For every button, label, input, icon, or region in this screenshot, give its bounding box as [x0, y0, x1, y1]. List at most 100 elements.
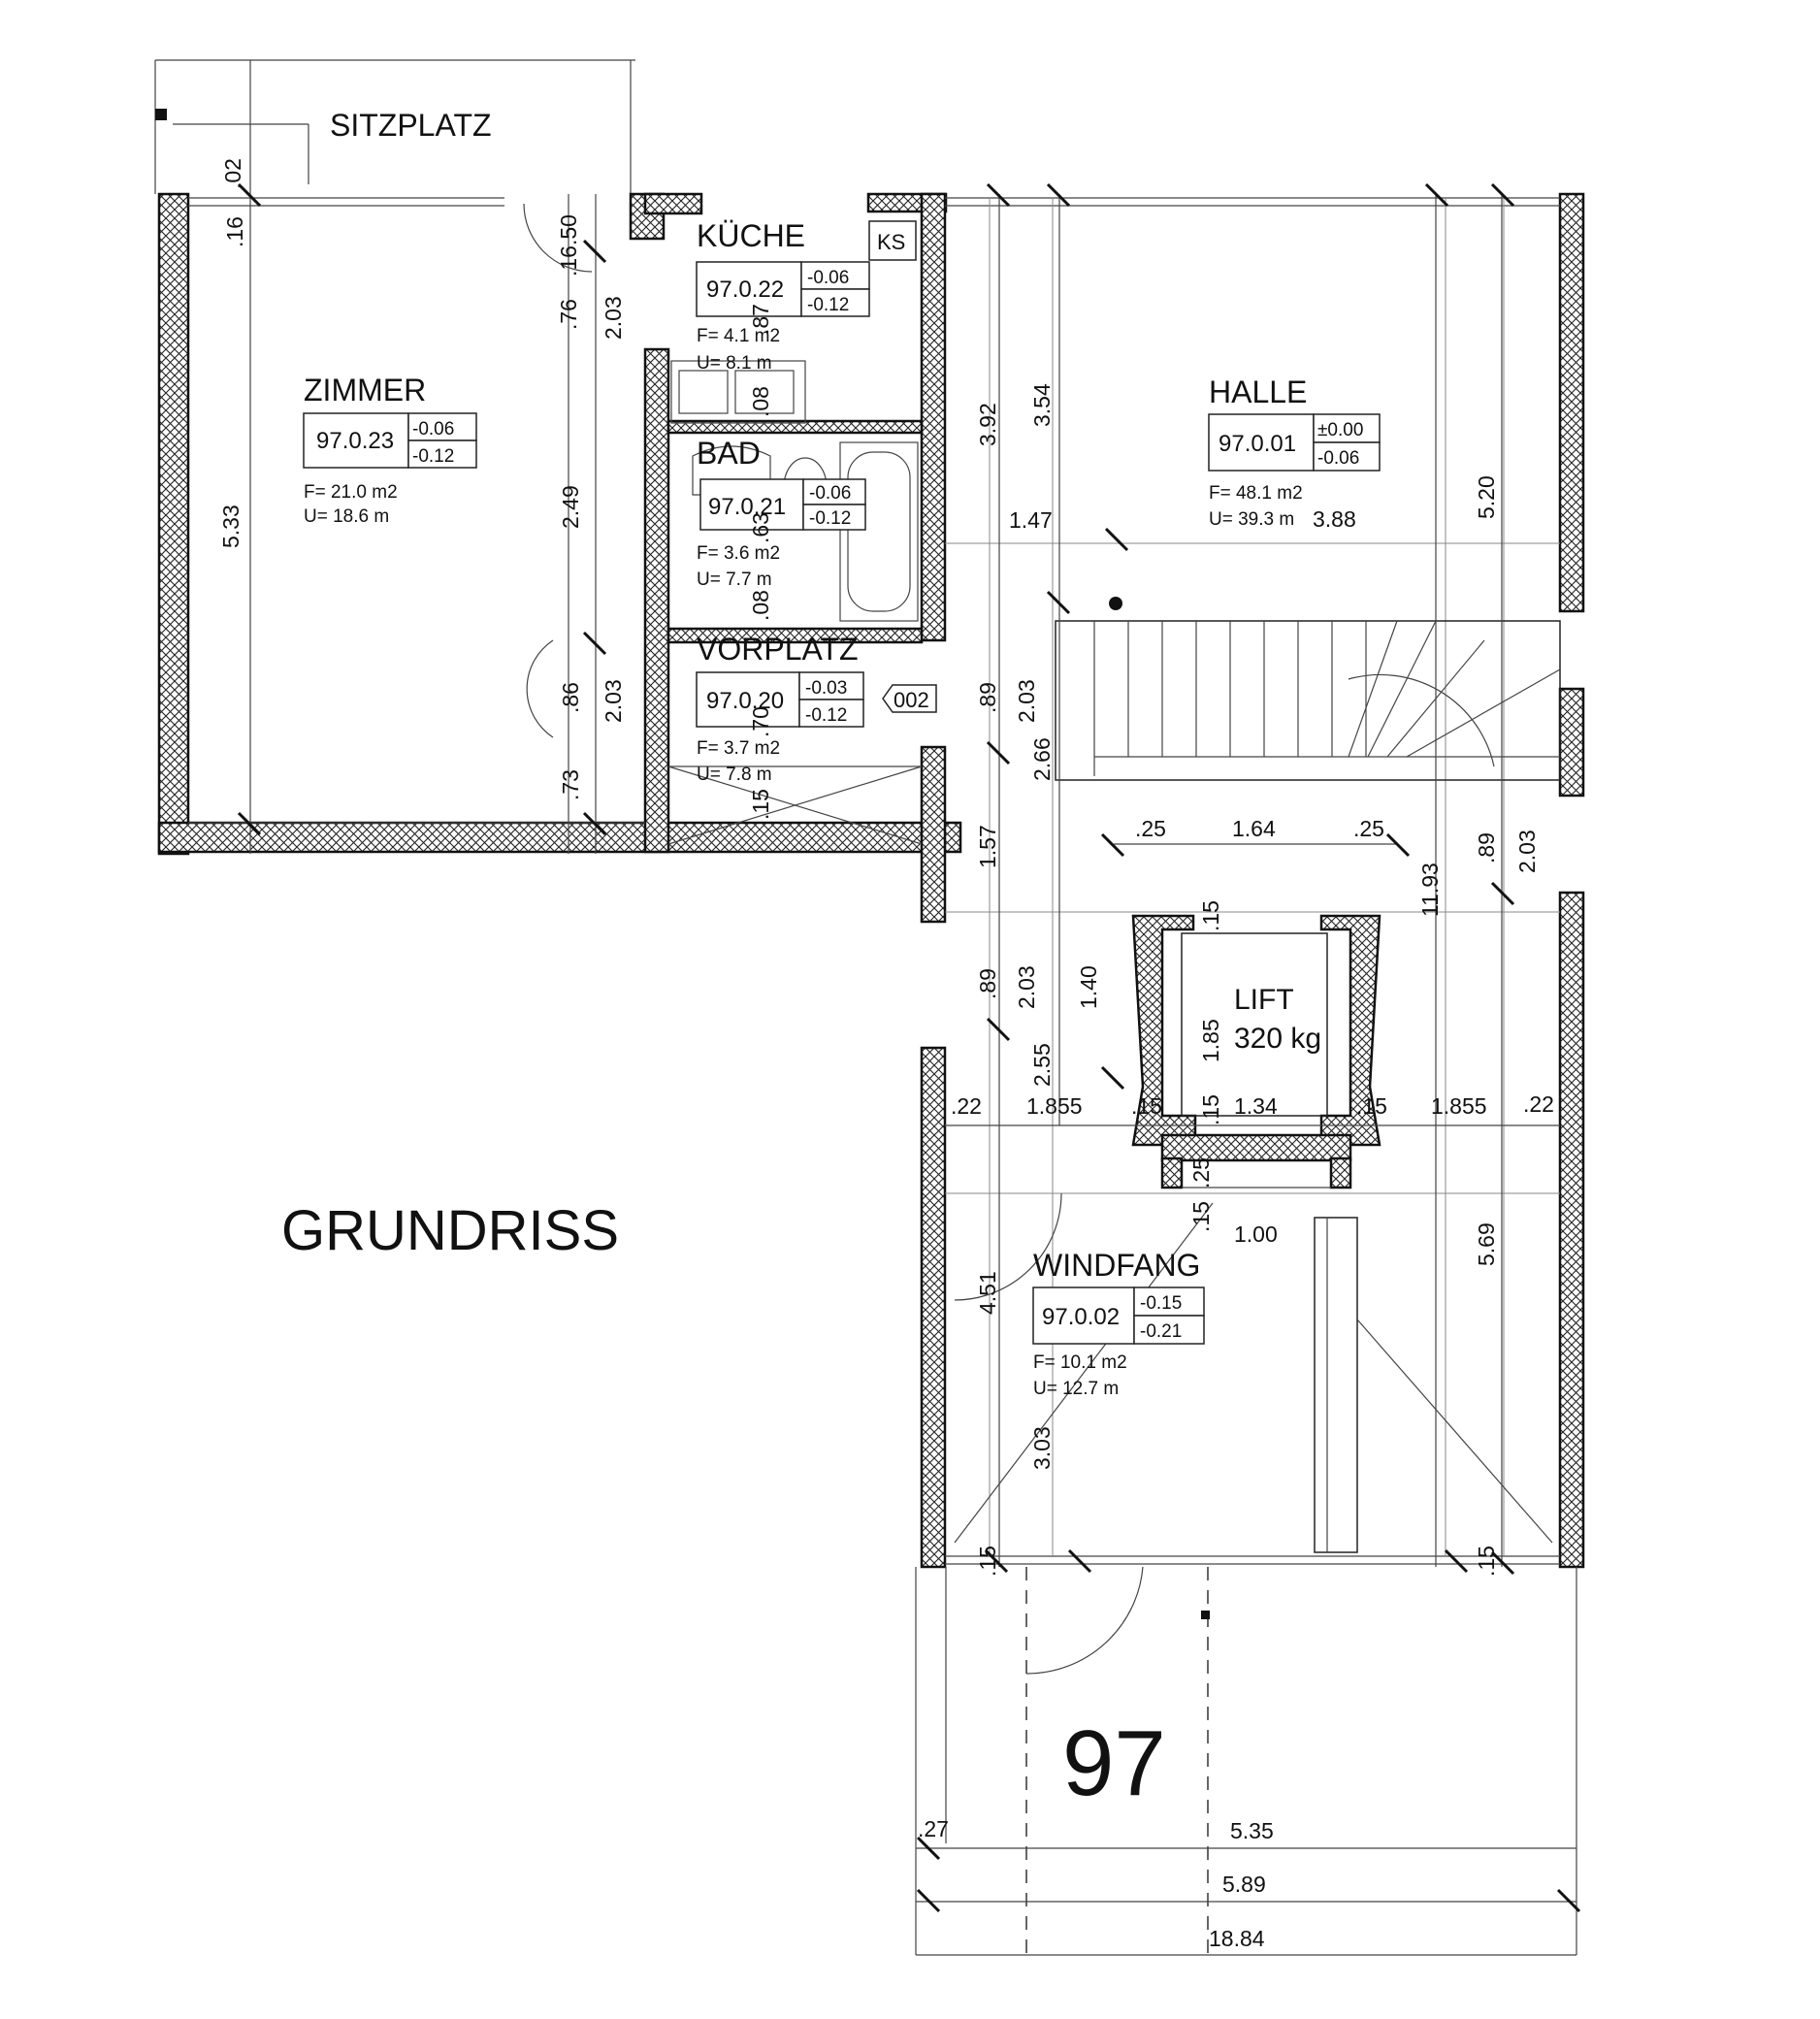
dim-063: .63: [748, 512, 773, 543]
lift-shaft: LIFT 320 kg: [1131, 914, 1381, 1189]
room-perimeter: U= 7.8 m: [697, 765, 772, 785]
dim-080: .08: [748, 590, 773, 621]
dim-255: 2.55: [1029, 1043, 1055, 1087]
room-number: 97.0.02: [1042, 1304, 1120, 1330]
dim-203a: 2.03: [601, 296, 626, 340]
level-top: -0.06: [807, 268, 849, 288]
room-name: HALLE: [1209, 374, 1307, 409]
dim-1855b: 1.855: [1431, 1093, 1487, 1119]
room-windfang: WINDFANG 97.0.02 -0.15 -0.21 F= 10.1 m2 …: [954, 1192, 1553, 1553]
dim-015a: .15: [748, 789, 773, 820]
dim-451: 4.51: [975, 1271, 1000, 1315]
room-area: F= 10.1 m2: [1033, 1352, 1127, 1373]
dim-303: 3.03: [1029, 1426, 1055, 1470]
room-number: 97.0.22: [706, 277, 784, 303]
plan-title: GRUNDRISS: [281, 1199, 619, 1262]
dim-087: .87: [748, 304, 773, 335]
dim-140: 1.40: [1076, 965, 1101, 1009]
dim-533: 5.33: [218, 505, 244, 548]
dim-022b: .22: [1523, 1091, 1554, 1117]
room-number: 97.0.20: [706, 688, 784, 714]
lift-label: LIFT: [1234, 984, 1294, 1016]
dimension-lines: [237, 60, 1581, 1913]
room-number: 97.0.23: [316, 428, 394, 454]
dim-147: 1.47: [1009, 507, 1053, 533]
room-name: KÜCHE: [697, 218, 805, 253]
dim-185: 1.85: [1198, 1019, 1223, 1062]
level-bottom: -0.12: [412, 446, 454, 467]
level-top: -0.06: [809, 483, 851, 504]
level-top: ±0.00: [1317, 420, 1363, 440]
dim-589: 5.89: [1222, 1872, 1266, 1897]
room-area: F= 4.1 m2: [697, 326, 780, 346]
dim-015b: .15: [1198, 900, 1223, 931]
room-perimeter: U= 39.3 m: [1209, 509, 1294, 530]
dim-015h: .15: [1474, 1546, 1499, 1577]
room-vorplatz: VORPLATZ 97.0.20 -0.03 -0.12 F= 3.7 m2 U…: [667, 632, 937, 845]
level-bottom: -0.06: [1317, 448, 1359, 469]
room-name: VORPLATZ: [697, 632, 859, 667]
dim-015c: .15: [1131, 1093, 1162, 1119]
dim-203e: 2.03: [1014, 965, 1039, 1009]
room-name: ZIMMER: [304, 373, 426, 407]
kitchen-tag: KS: [877, 230, 905, 254]
level-top: -0.15: [1140, 1293, 1182, 1314]
dim-388: 3.88: [1313, 506, 1356, 532]
room-perimeter: U= 12.7 m: [1033, 1379, 1119, 1399]
level-bottom: -0.12: [809, 508, 851, 529]
room-area: F= 48.1 m2: [1209, 483, 1303, 504]
room-perimeter: U= 18.6 m: [304, 506, 389, 527]
dim-015f: .15: [1188, 1201, 1214, 1232]
level-bottom: -0.12: [807, 295, 849, 315]
door-tag: 002: [894, 688, 929, 712]
entrance-area: 97: [915, 1566, 1577, 1956]
dim-073: .73: [558, 769, 583, 800]
dim-164: 1.64: [1232, 816, 1276, 841]
dim-008: .08: [748, 386, 773, 417]
room-area: F= 3.6 m2: [697, 543, 780, 564]
dim-015d: .15: [1198, 1094, 1223, 1125]
dim-249: 2.49: [558, 485, 583, 529]
room-name: BAD: [697, 436, 761, 471]
dim-015e: .15: [1356, 1093, 1387, 1119]
dim-203d: 2.03: [1514, 830, 1540, 873]
dim-025c: .25: [1188, 1157, 1214, 1189]
room-kueche: KS KÜCHE 97.0.22 -0.06 -0.12 F= 4.1 m2 U…: [670, 218, 917, 424]
walls: [157, 192, 1585, 1569]
level-top: -0.06: [412, 419, 454, 440]
dim-089c: .89: [975, 968, 1000, 999]
dim-1650: .16.50: [556, 214, 581, 277]
dim-016: .16: [222, 216, 247, 247]
dimension-labels: .16 .02 .16.50 .76 2.03 .87 .08 .63 .08 …: [218, 158, 1554, 1951]
staircase: [1055, 620, 1561, 781]
dim-089a: .89: [975, 682, 1000, 713]
room-name: WINDFANG: [1033, 1248, 1200, 1283]
dim-1855a: 1.855: [1026, 1093, 1083, 1119]
dim-266: 2.66: [1029, 737, 1055, 781]
room-perimeter: U= 8.1 m: [697, 353, 772, 374]
terrace-area: SITZPLATZ: [154, 59, 635, 194]
dim-025b: .25: [1353, 816, 1384, 841]
dim-025a: .25: [1135, 816, 1166, 841]
level-top: -0.03: [805, 678, 847, 699]
dim-1884: 18.84: [1209, 1926, 1265, 1951]
room-bad: BAD 97.0.21 -0.06 -0.12 F= 3.6 m2 U= 7.7…: [692, 436, 919, 622]
dim-569: 5.69: [1474, 1222, 1499, 1266]
room-zimmer: ZIMMER 97.0.23 -0.06 -0.12 F= 21.0 m2 U=…: [188, 203, 645, 824]
room-area: F= 3.7 m2: [697, 738, 780, 759]
dim-520: 5.20: [1474, 475, 1499, 519]
dim-027: .27: [918, 1816, 949, 1841]
dim-1193: 11.93: [1417, 863, 1443, 917]
dim-134: 1.34: [1234, 1093, 1278, 1119]
lift-capacity: 320 kg: [1234, 1023, 1321, 1055]
terrace-label: SITZPLATZ: [330, 108, 492, 143]
room-number: 97.0.01: [1219, 431, 1296, 457]
room-number: 97.0.21: [708, 494, 786, 520]
dim-157: 1.57: [975, 825, 1000, 868]
dim-535: 5.35: [1230, 1818, 1274, 1843]
dim-354: 3.54: [1029, 383, 1055, 427]
dim-203b: 2.03: [601, 679, 626, 723]
dim-002: .02: [220, 158, 245, 189]
dim-022a: .22: [951, 1093, 982, 1119]
